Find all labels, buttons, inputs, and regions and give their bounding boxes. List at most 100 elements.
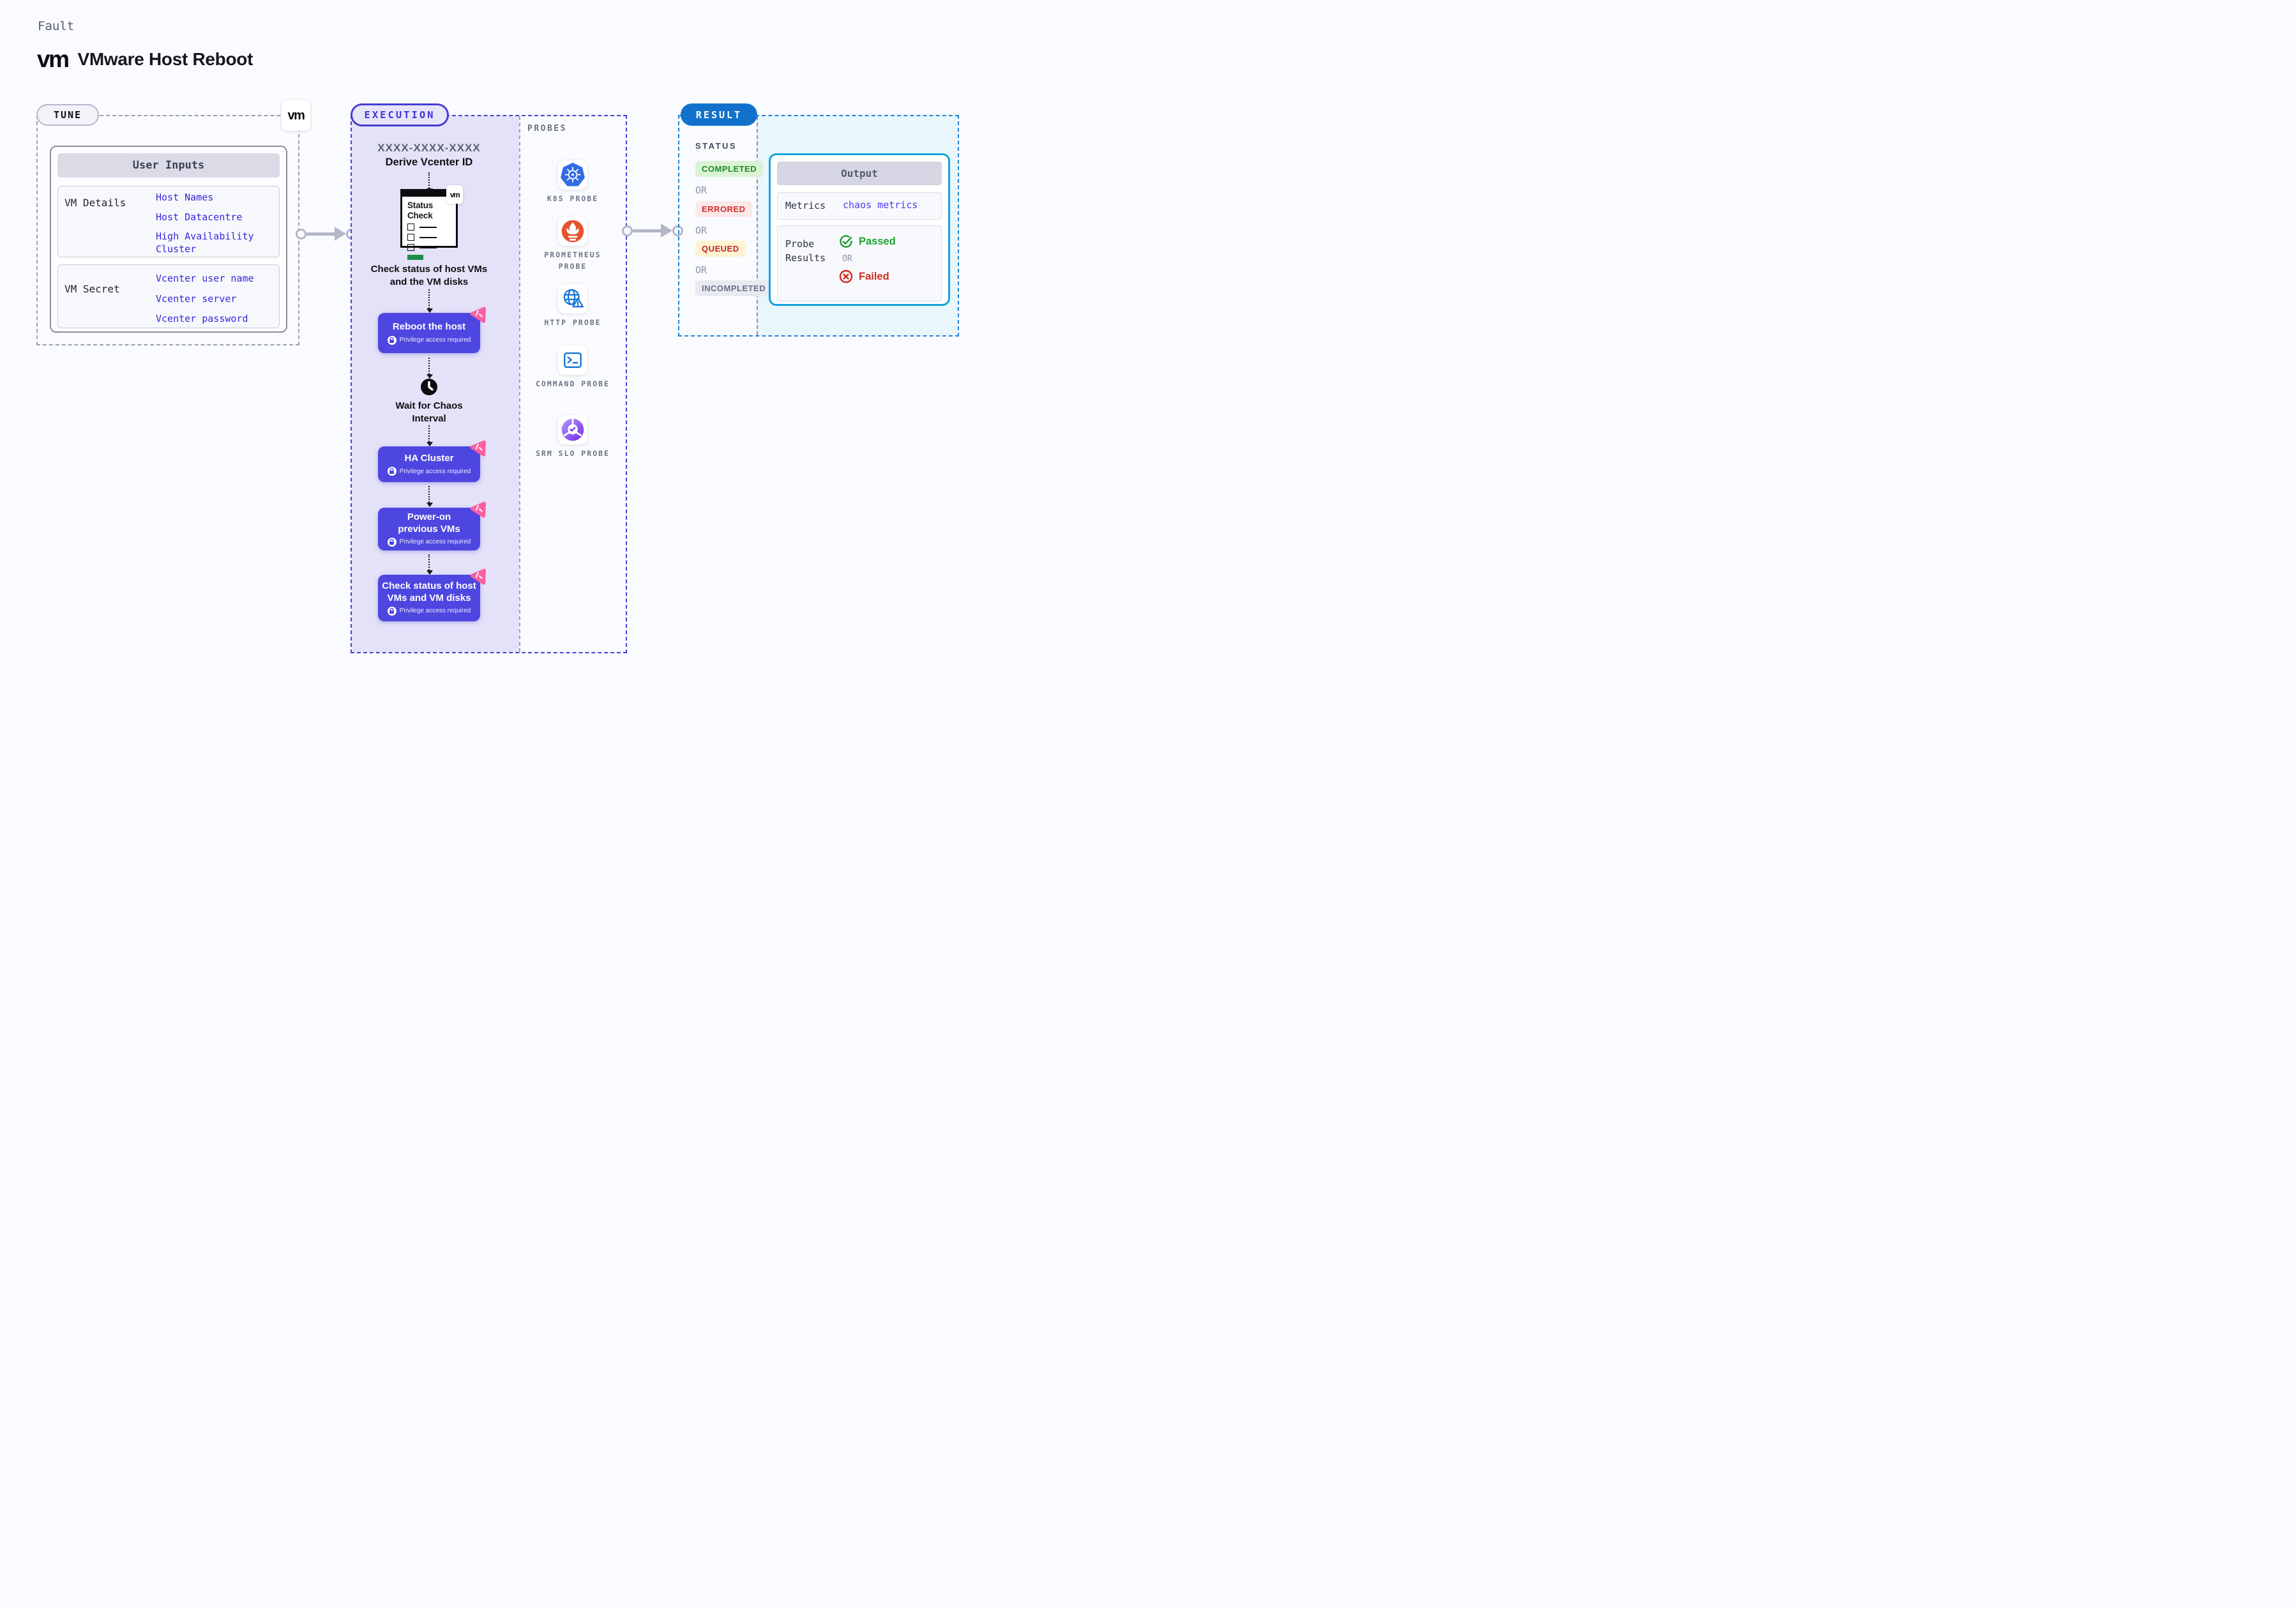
chaos-icon [470,501,486,518]
page-title: VMware Host Reboot [77,49,253,69]
metrics-label: Metrics [785,200,826,211]
vm-secret-label: VM Secret [64,283,120,295]
privilege-note: Privilege access required [387,335,471,345]
srm-slo-probe-label: SRM SLO PROBE [535,449,610,458]
passed-check-icon [840,235,852,248]
status-title: STATUS [695,141,737,151]
vm-logo-icon: vm [287,108,305,123]
failed-x-icon [839,269,853,284]
privilege-note: Privilege access required [387,606,471,616]
clock-icon [421,379,437,395]
chaos-icon [470,568,486,585]
execution-badge: EXECUTION [351,103,449,126]
slo-donut-check-icon [561,418,584,441]
terminal-icon [564,352,582,368]
kubernetes-icon [561,162,585,186]
status-badge-completed: COMPLETED [695,161,764,177]
checkbox-icon [407,224,414,231]
ha-cluster-title: HA Cluster [404,452,454,464]
status-check-caption: Check status of host VMs and the VM disk… [370,264,488,287]
power-on-vms-title: Power-on previous VMs [398,512,460,535]
vmware-logo-card: vm [282,100,310,131]
metrics-row: Metrics chaos metrics [777,192,942,220]
input-host-datacentre: Host Datacentre [156,211,243,223]
lock-icon [387,537,397,547]
status-check-titlebar [402,191,456,197]
failed-label: Failed [859,270,889,282]
input-vcenter-user: Vcenter user name [156,273,254,284]
prometheus-flame-icon [561,220,584,243]
probes-to-result-arrow [622,224,683,238]
tune-badge: TUNE [36,104,99,126]
reboot-host-title: Reboot the host [392,321,466,333]
status-badge-incompleted: INCOMPLETED [695,280,773,296]
reboot-host-button: Reboot the host Privilege access require… [378,307,486,353]
probes-title: PROBES [527,124,567,133]
lock-icon [387,606,397,616]
lock-icon [387,467,397,476]
vm-badge-card: vm [446,185,463,204]
green-progress-bar [407,255,423,261]
output-card: Output Metrics chaos metrics Probe Resul… [769,153,950,306]
input-vcenter-server: Vcenter server [156,292,237,305]
flow-arrow-4 [426,425,433,446]
chaos-icon [470,440,486,457]
power-on-vms-button: Power-on previous VMs Privilege access r… [378,501,486,550]
user-inputs-card: User Inputs VM Details Host Names Host D… [50,146,287,333]
input-ha-cluster: High Availability Cluster [156,231,254,255]
probe-results-row: Probe Results Passed OR Failed [777,225,942,301]
checkbox-row [407,234,451,241]
status-badge-errored: ERRORED [695,201,752,217]
flow-arrow-6 [426,554,433,575]
diagram-canvas: Fault vm VMware Host Reboot TUNE vm User… [0,0,995,697]
k8s-probe-label: K8S PROBE [547,194,599,203]
lock-icon [387,335,397,345]
or-separator: OR [842,254,852,264]
privilege-note: Privilege access required [387,537,471,547]
or-separator: OR [695,264,707,276]
tune-to-execution-arrow [296,227,357,241]
checkbox-icon [407,234,414,241]
vm-secret-row: VM Secret Vcenter user name Vcenter serv… [57,264,280,328]
chaos-icon [470,307,486,323]
input-host-names: Host Names [156,192,214,203]
globe-warning-icon [563,289,584,308]
result-badge: RESULT [681,103,757,126]
derive-vcenter-label: Derive Vcenter ID [385,156,473,168]
flow-arrow-1 [426,172,433,193]
http-probe-label: HTTP PROBE [544,318,601,327]
input-vcenter-password: Vcenter password [156,313,248,324]
checkbox-row [407,224,451,231]
status-badge-queued: QUEUED [695,241,746,257]
prometheus-probe-card [558,216,587,246]
command-probe-card [558,345,587,375]
status-check-card: vm Status Check [400,185,463,261]
flow-arrow-5 [426,486,433,507]
title-row: vm VMware Host Reboot [37,47,253,71]
or-separator: OR [695,225,707,236]
output-header: Output [777,162,942,185]
prometheus-probe-label: PROMETHEUS PROBE [544,250,601,271]
probe-results-label: Probe Results [785,238,826,264]
flow-arrow-2 [426,289,433,313]
passed-label: Passed [859,235,896,247]
or-separator: OR [695,185,707,196]
srm-slo-probe-card [558,415,587,444]
derive-vcenter-code: XXXX-XXXX-XXXX [377,142,481,154]
command-probe-label: COMMAND PROBE [535,379,610,388]
k8s-probe-card [558,160,587,190]
vm-details-row: VM Details Host Names Host Datacentre Hi… [57,186,280,257]
wait-chaos-label: Wait for Chaos Interval [395,400,463,424]
checkbox-row [407,244,451,252]
vm-badge-icon: vm [449,190,460,199]
privilege-note: Privilege access required [387,467,471,476]
check-status-button: Check status of host VMs and VM disks Pr… [378,568,486,621]
metrics-value: chaos metrics [843,199,918,211]
probes-panel [519,116,626,652]
check-status-title: Check status of host VMs and VM disks [382,580,476,603]
vmware-logo-icon: vm [37,46,70,72]
fault-eyebrow: Fault [38,19,75,33]
user-inputs-header: User Inputs [57,153,280,178]
ha-cluster-button: HA Cluster Privilege access required [378,440,486,482]
http-probe-card [558,284,587,314]
